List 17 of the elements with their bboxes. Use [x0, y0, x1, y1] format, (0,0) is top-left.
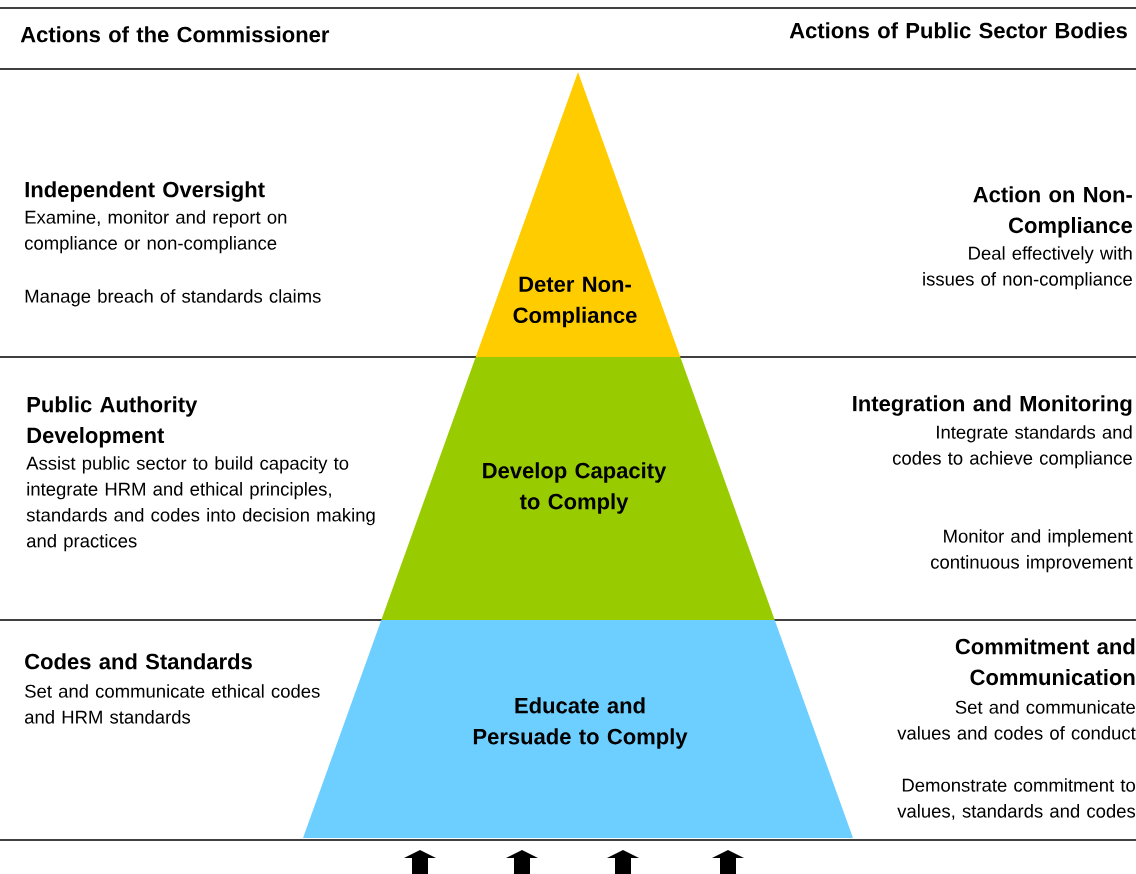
body-text: Demonstrate commitment to values, standards and codes [897, 778, 1136, 820]
heading: Codes and Standards [25, 653, 252, 670]
heading: Public Authority Development [27, 396, 198, 448]
pyramid-band: Deter Non-Compliance [475, 72, 681, 357]
heading: Actions of the Commissioner [20, 26, 330, 43]
heading: Integration and Monitoring [853, 395, 1132, 416]
body-text: Examine, monitor and report on compliance or non-compliance [25, 210, 287, 254]
heading: Action on Non-Compliance [973, 186, 1133, 238]
body-text: Set and communicate values and codes of conduct [897, 700, 1136, 740]
heading: Independent Oversight [25, 181, 265, 202]
body-text: Manage breach of standards claims [25, 289, 321, 307]
body-text: Integrate standards and codes to achieve compliance [892, 425, 1132, 469]
heading: Actions of Public Sector Bodies [789, 22, 1127, 39]
body-text: Deal effectively with issues of non-compliance [923, 246, 1132, 290]
pyramid-band: Develop Capacity to Comply [381, 357, 775, 620]
heading: Commitment and Communication [955, 638, 1135, 686]
body-text: Monitor and implement continuous improvement [931, 529, 1133, 573]
